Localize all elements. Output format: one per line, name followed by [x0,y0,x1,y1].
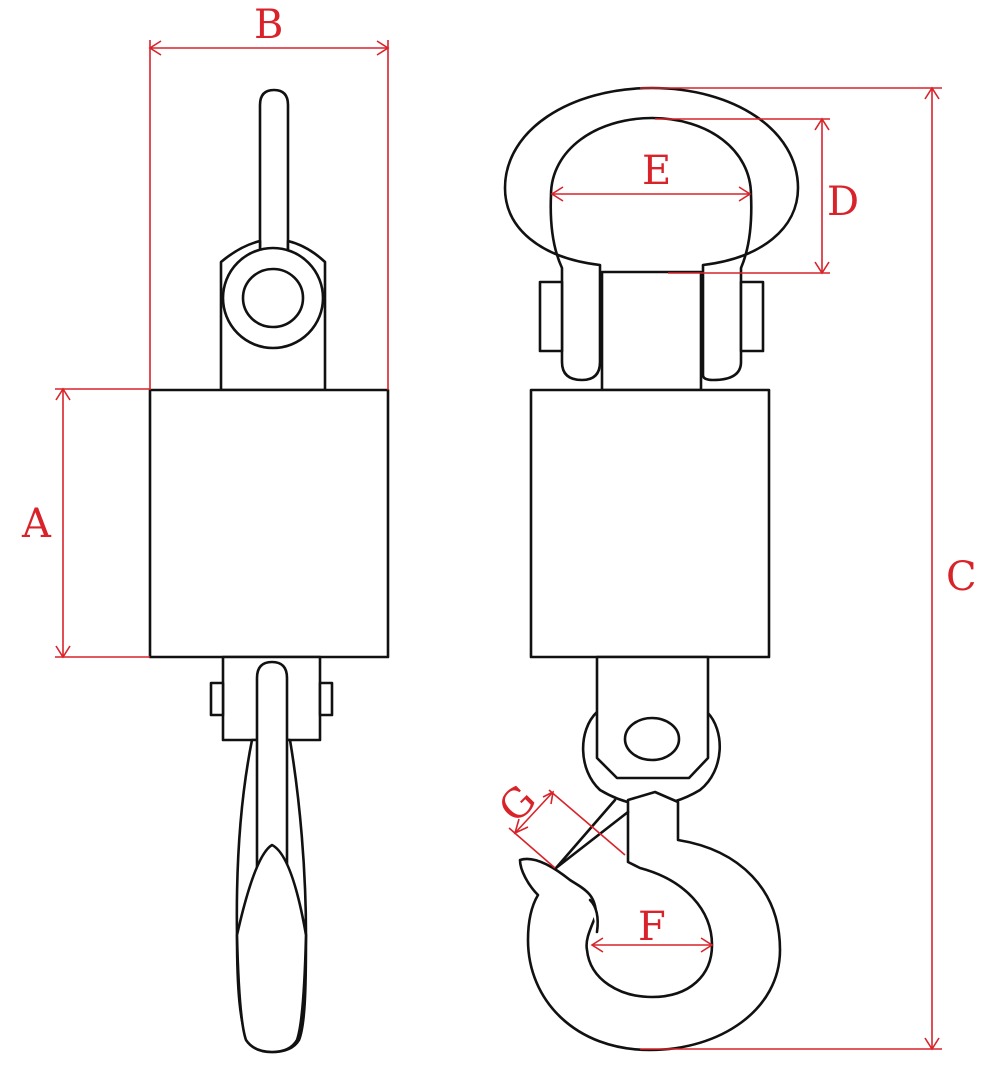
side-shackle [503,86,800,392]
dimension-a: A [21,387,150,659]
front-view [148,88,390,1054]
dimension-label-e: E [642,148,671,194]
dimension-b: B [148,2,390,390]
dimension-label-b: B [254,2,283,48]
dimension-e: E [550,148,752,202]
dimension-label-a: A [21,501,52,547]
side-swivel [581,655,721,807]
side-hook [518,790,782,1052]
dimension-f: F [590,904,714,953]
side-body [529,388,771,659]
side-view [503,86,800,1052]
dimension-c: C [640,86,977,1051]
dimension-label-d: D [827,179,859,225]
front-shackle [219,88,327,392]
front-body [148,388,390,659]
dimension-label-g: G [490,777,545,832]
front-hook [235,660,308,1054]
dimension-label-f: F [638,904,666,950]
dimension-d: D [655,117,859,275]
dimension-label-c: C [946,554,977,600]
